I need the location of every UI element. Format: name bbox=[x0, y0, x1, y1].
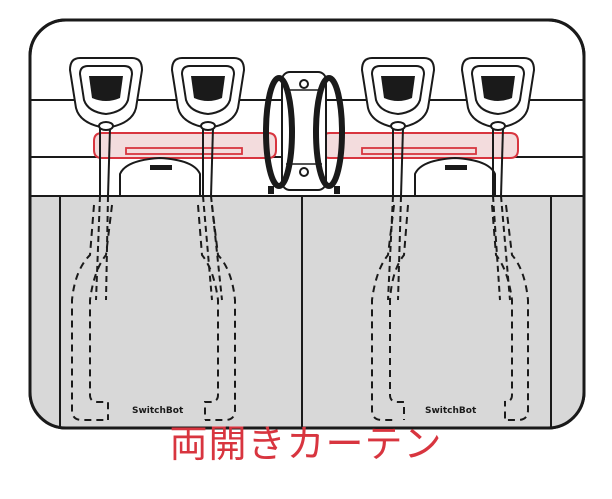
hidden-device-left bbox=[71, 204, 236, 421]
hook-shafts bbox=[99, 127, 504, 197]
device-top-left bbox=[119, 156, 201, 197]
curtain-robot-icon bbox=[68, 57, 144, 131]
curtain-folds bbox=[59, 196, 552, 428]
brand-label-left: SwitchBot bbox=[132, 406, 184, 416]
hook-shafts-dashed bbox=[95, 195, 511, 301]
rail-highlight-right bbox=[321, 132, 519, 159]
curtain-robot-icon bbox=[360, 57, 436, 131]
caption-title: 両開きカーテン bbox=[169, 422, 443, 466]
curtain-robot-icon bbox=[460, 57, 536, 131]
hidden-device-right bbox=[371, 204, 529, 421]
brand-label-right: SwitchBot bbox=[425, 406, 477, 416]
rail-highlight-left bbox=[93, 132, 277, 159]
curtain-fabric bbox=[30, 196, 584, 428]
curtain-robot-icon bbox=[170, 57, 246, 131]
curtain-robot-heads bbox=[68, 57, 536, 131]
rail-bracket-icon bbox=[263, 71, 345, 194]
device-top-right bbox=[414, 156, 496, 197]
frame-outline bbox=[28, 18, 586, 430]
